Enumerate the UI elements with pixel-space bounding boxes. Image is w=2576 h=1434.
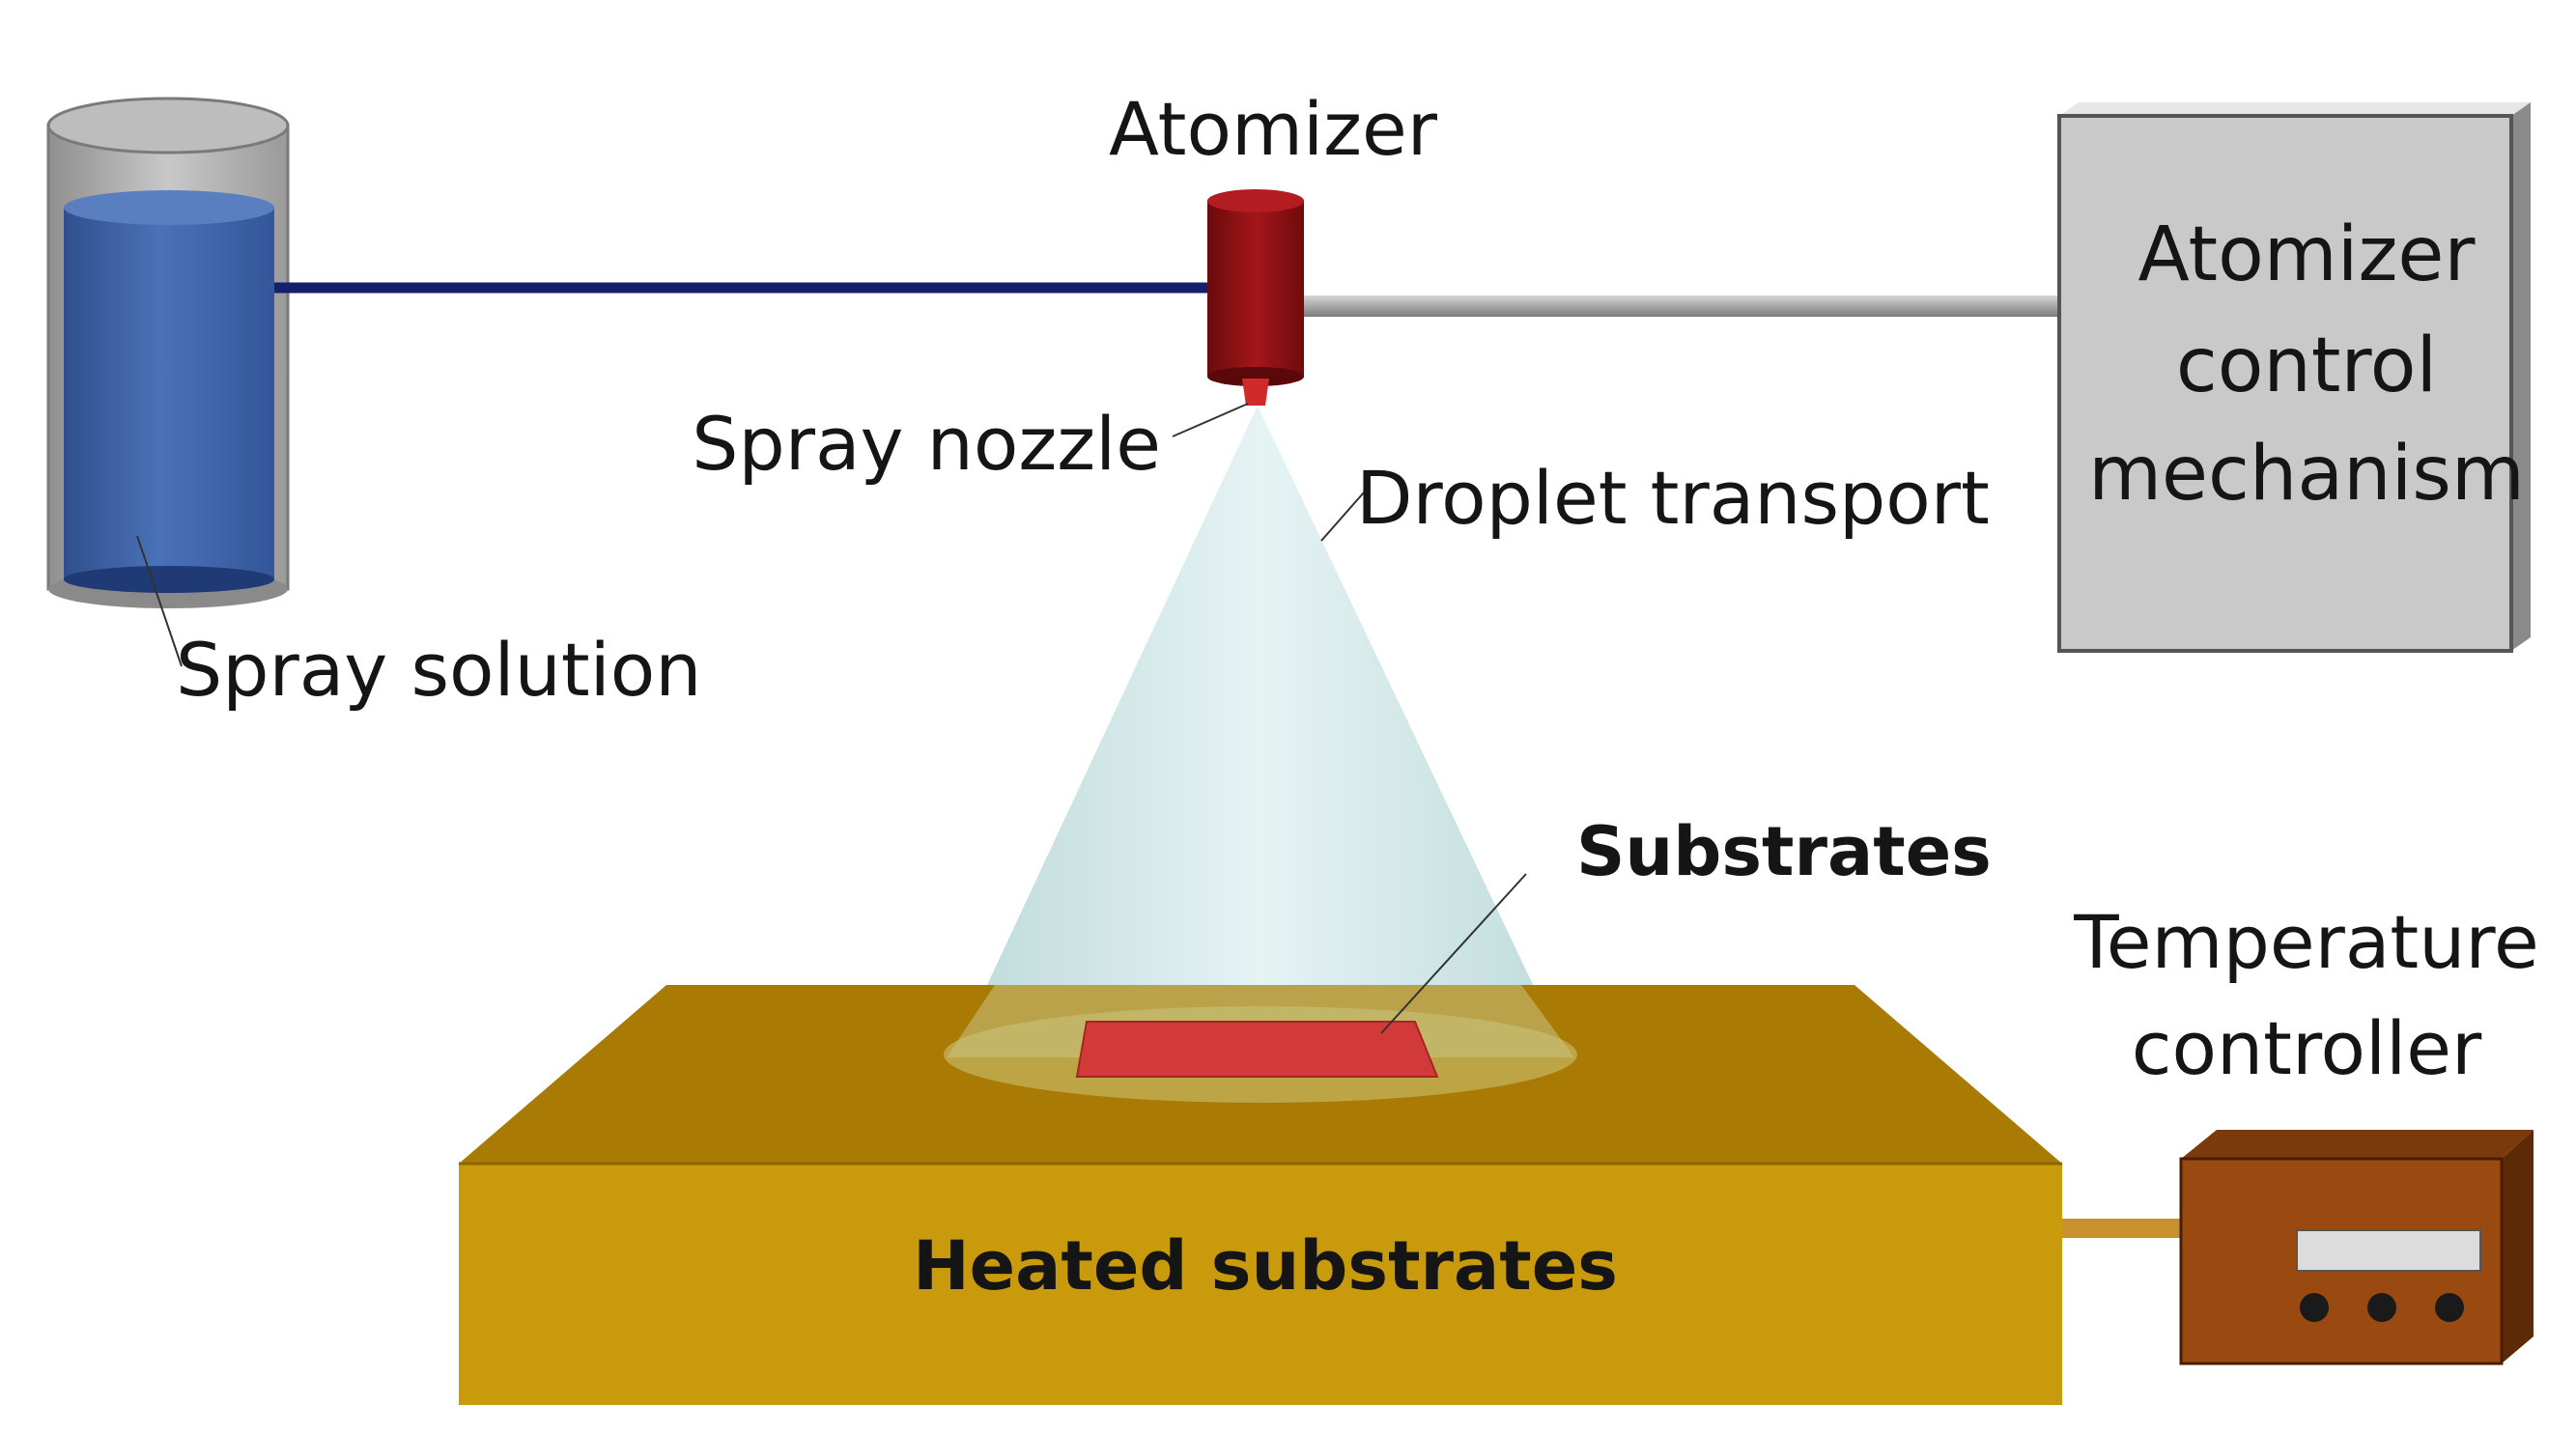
label-spray-nozzle: Spray nozzle xyxy=(692,401,1161,487)
spray-nozzle-tip xyxy=(1242,379,1269,406)
leader-substrates xyxy=(1380,873,1527,1034)
label-atomizer-control-line1: Atomizer xyxy=(2138,211,2477,298)
leader-spray-solution xyxy=(136,535,183,667)
label-substrates: Substrates xyxy=(1576,812,1992,891)
spray-solution-tank xyxy=(46,97,290,608)
label-temperature-controller-line2: controller xyxy=(2132,1005,2482,1091)
spray-cone xyxy=(947,406,1574,1072)
control-knob xyxy=(2435,1293,2464,1322)
temperature-cable xyxy=(2062,1219,2202,1238)
label-droplet-transport: Droplet transport xyxy=(1356,455,1990,541)
label-atomizer-control-line2: control xyxy=(2176,323,2437,409)
label-spray-solution: Spray solution xyxy=(176,627,701,713)
control-knob xyxy=(2300,1293,2329,1322)
control-knob xyxy=(2367,1293,2396,1322)
atomizer-control-box xyxy=(2057,102,2531,653)
temperature-display xyxy=(2296,1229,2481,1272)
label-temperature-controller-line1: Temperature xyxy=(2073,899,2538,985)
substrate xyxy=(1075,1021,1439,1078)
control-rod xyxy=(1304,295,2077,317)
leader-spray-nozzle xyxy=(1172,403,1249,437)
label-atomizer-control-line3: mechanism xyxy=(2088,431,2525,518)
leader-droplet-transport xyxy=(1320,492,1365,542)
atomizer xyxy=(1207,189,1304,386)
label-atomizer: Atomizer xyxy=(1109,86,1438,172)
temperature-controller-box xyxy=(2179,1130,2534,1365)
label-heated-substrates: Heated substrates xyxy=(913,1226,1618,1306)
